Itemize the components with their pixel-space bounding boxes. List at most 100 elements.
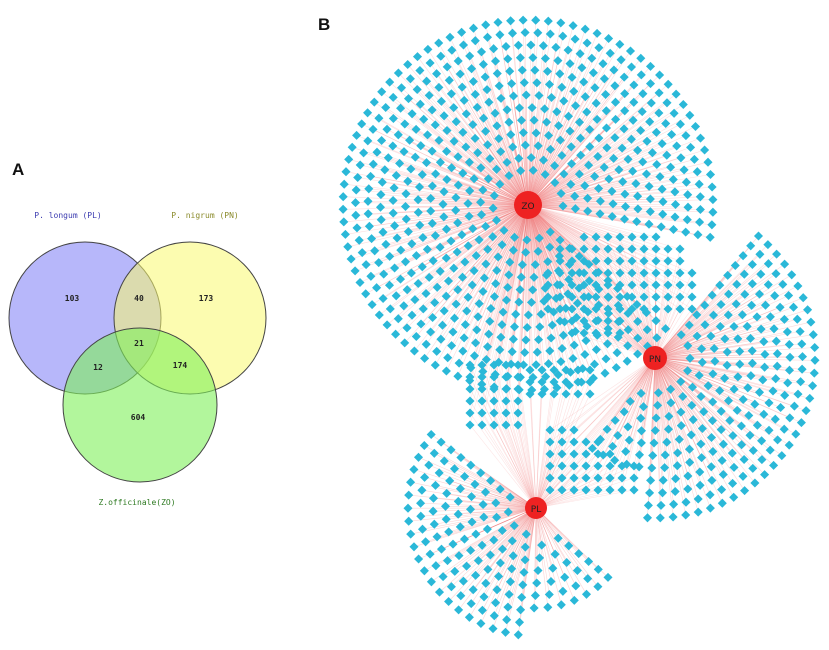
target-node — [508, 551, 518, 561]
target-node — [447, 45, 457, 55]
interaction-edge — [527, 122, 547, 206]
target-node — [422, 76, 432, 86]
target-node — [540, 104, 550, 114]
target-node — [810, 342, 820, 353]
venn-count-pl-pn: 40 — [134, 294, 144, 303]
interaction-edge — [422, 507, 537, 530]
target-node — [558, 31, 568, 41]
interaction-edge — [498, 507, 537, 577]
target-node — [377, 87, 387, 97]
interaction-edge — [527, 105, 576, 206]
interaction-edge — [405, 193, 529, 206]
interaction-edge — [527, 204, 599, 321]
target-node — [745, 430, 755, 440]
target-node — [623, 154, 633, 164]
interaction-edge — [378, 117, 529, 206]
interaction-edge — [527, 204, 657, 310]
target-node — [507, 564, 517, 574]
interaction-edge — [446, 204, 529, 372]
venn-diagram: P. longum (PL) P. nigrum (PN) Z.officina… — [8, 211, 267, 507]
target-node — [686, 430, 696, 440]
interaction-edge — [654, 331, 801, 359]
target-node — [703, 157, 713, 167]
interaction-edge — [376, 151, 529, 206]
interaction-edge — [494, 507, 537, 616]
interaction-edge — [527, 159, 629, 206]
target-node — [610, 415, 620, 425]
target-node — [374, 310, 384, 320]
target-node — [618, 177, 628, 187]
target-node — [568, 21, 578, 31]
interaction-edge — [547, 308, 656, 359]
target-node — [617, 143, 627, 153]
target-node — [668, 174, 678, 185]
interaction-edge — [654, 285, 721, 359]
interaction-edge — [527, 173, 647, 206]
interaction-edge — [527, 204, 693, 286]
hub-label-pl: PL — [531, 505, 541, 515]
target-node — [737, 310, 747, 320]
interaction-edge — [517, 412, 537, 509]
target-node — [530, 590, 540, 601]
interaction-edge — [517, 400, 537, 509]
target-node — [609, 153, 619, 163]
interaction-edge — [399, 163, 529, 206]
interaction-edge — [435, 204, 529, 366]
target-node — [729, 462, 739, 472]
interaction-edge — [527, 199, 713, 206]
target-node — [671, 474, 681, 484]
target-node — [410, 295, 420, 305]
interaction-edge — [654, 357, 680, 440]
interaction-edge — [527, 204, 621, 286]
target-node — [633, 145, 643, 155]
target-node — [521, 335, 531, 345]
interaction-edge — [348, 159, 529, 206]
interaction-edge — [484, 204, 529, 279]
target-node — [616, 55, 626, 65]
interaction-edge — [529, 381, 537, 509]
interaction-edge — [654, 303, 737, 359]
target-node — [543, 602, 553, 612]
interaction-edge — [527, 45, 544, 206]
target-node — [660, 463, 670, 473]
interaction-edge — [654, 357, 785, 396]
interaction-edge — [654, 357, 738, 411]
target-node — [533, 28, 543, 38]
target-node — [581, 437, 591, 447]
target-node — [382, 320, 392, 330]
target-node — [477, 420, 487, 430]
interaction-edge — [457, 60, 529, 206]
target-node — [478, 59, 488, 69]
interaction-edge — [448, 204, 529, 282]
target-node — [403, 503, 413, 513]
target-node — [412, 52, 423, 62]
target-node — [742, 321, 752, 331]
interaction-edge — [396, 175, 529, 206]
interaction-edge — [654, 272, 681, 359]
interaction-edge — [381, 91, 529, 206]
interaction-edge — [511, 83, 529, 206]
target-node — [542, 117, 552, 127]
interaction-edge — [527, 204, 657, 238]
target-node — [608, 441, 618, 451]
interaction-edge — [654, 357, 776, 420]
interaction-edge — [481, 204, 529, 426]
target-node — [757, 436, 767, 446]
interaction-edge — [654, 357, 682, 426]
interaction-edge — [475, 204, 529, 344]
interaction-edge — [527, 92, 660, 206]
target-node — [796, 377, 806, 387]
interaction-edge — [414, 204, 529, 352]
target-node — [529, 272, 539, 282]
interaction-edge — [527, 33, 551, 206]
target-node — [432, 532, 442, 542]
target-node — [399, 147, 409, 157]
interaction-edge — [654, 357, 723, 461]
target-node — [468, 23, 479, 33]
interaction-edge — [527, 87, 563, 206]
interaction-edge — [434, 453, 537, 509]
target-node — [466, 545, 476, 555]
interaction-edge — [535, 489, 635, 509]
target-node — [489, 611, 499, 621]
